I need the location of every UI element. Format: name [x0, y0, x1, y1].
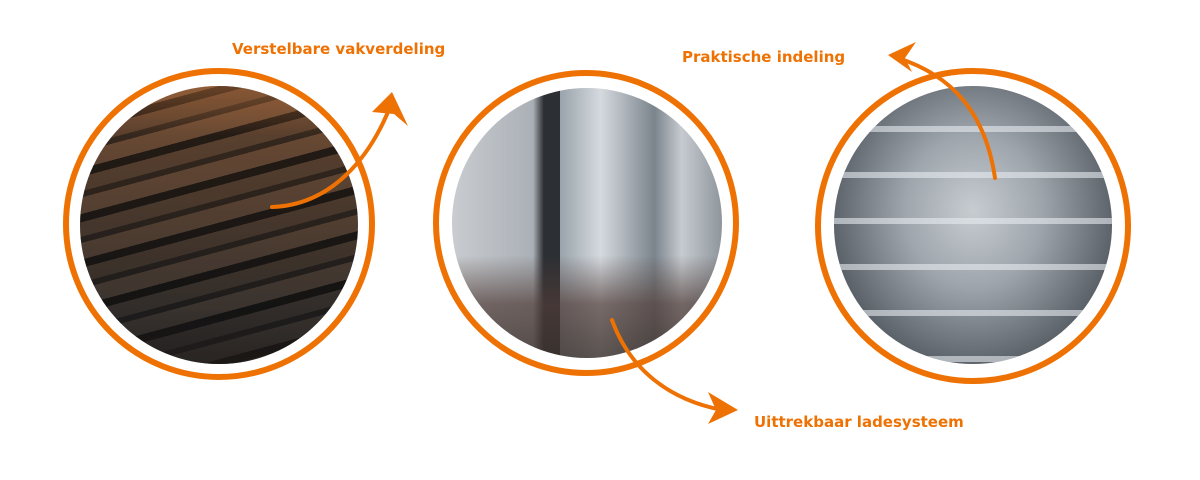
arrow-3: [896, 56, 997, 180]
label-uittrekbaar-ladesysteem: Uittrekbaar ladesysteem: [754, 413, 964, 431]
feature-ring-1: [63, 68, 375, 380]
arrowhead-3: [888, 42, 916, 72]
label-praktische-indeling: Praktische indeling: [682, 48, 846, 66]
feature-ring-2: [433, 70, 739, 376]
arrowhead-2: [708, 392, 738, 424]
arrow-1: [270, 100, 394, 209]
drawer-photo-shade: [452, 88, 722, 358]
shelving-photo-shade: [80, 86, 358, 364]
arrow-2: [610, 318, 724, 412]
arrowhead-1: [372, 92, 408, 126]
feature-ring-3: [815, 68, 1131, 384]
van-shelves-overlay: [834, 86, 1112, 364]
label-verstelbare-vakverdeling: Verstelbare vakverdeling: [232, 40, 446, 58]
